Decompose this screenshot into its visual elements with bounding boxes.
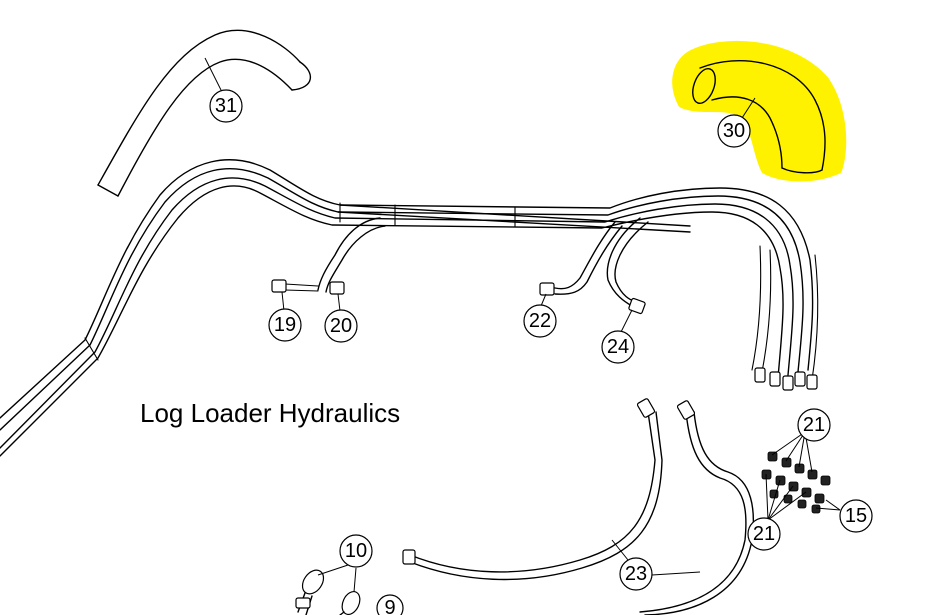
callout-label-22: 22 [529,310,551,332]
callout-31: 31 [209,89,243,123]
callout-label-21-top: 21 [803,414,825,436]
callout-30: 30 [717,114,751,148]
fittings-cluster-21-15 [761,451,831,514]
main-hose-bundle [0,159,819,457]
branch-22-24 [539,217,649,315]
callout-label-20: 20 [330,315,352,337]
callout-label-15: 15 [845,505,867,527]
callout-9: 9 [376,594,404,615]
callout-label-30: 30 [723,120,745,142]
callout-15: 15 [839,499,873,533]
callout-20: 20 [324,309,358,343]
diagram-title: Log Loader Hydraulics [140,398,400,428]
callout-21-top: 21 [797,408,831,442]
callout-label-19: 19 [274,314,296,336]
callout-label-9: 9 [384,597,395,615]
valve-handles-10-9 [295,569,361,615]
bundle-end-fittings [754,367,818,391]
callout-label-21-bottom: 21 [753,523,775,545]
branch-19-20 [271,217,386,295]
part-31-tube [97,29,311,197]
callout-label-31: 31 [215,95,237,117]
callout-21-bottom: 21 [747,517,781,551]
part-30-highlighted-elbow [672,40,847,182]
part-23-hoses [402,398,755,615]
callout-label-10: 10 [345,540,367,562]
highlight-marker [672,40,847,182]
callout-22: 22 [523,304,557,338]
callout-label-23: 23 [625,563,647,585]
callout-23: 23 [619,557,653,591]
callout-24: 24 [601,330,635,364]
callout-19: 19 [268,308,302,342]
callout-label-24: 24 [607,336,629,358]
callout-10: 10 [339,534,373,568]
